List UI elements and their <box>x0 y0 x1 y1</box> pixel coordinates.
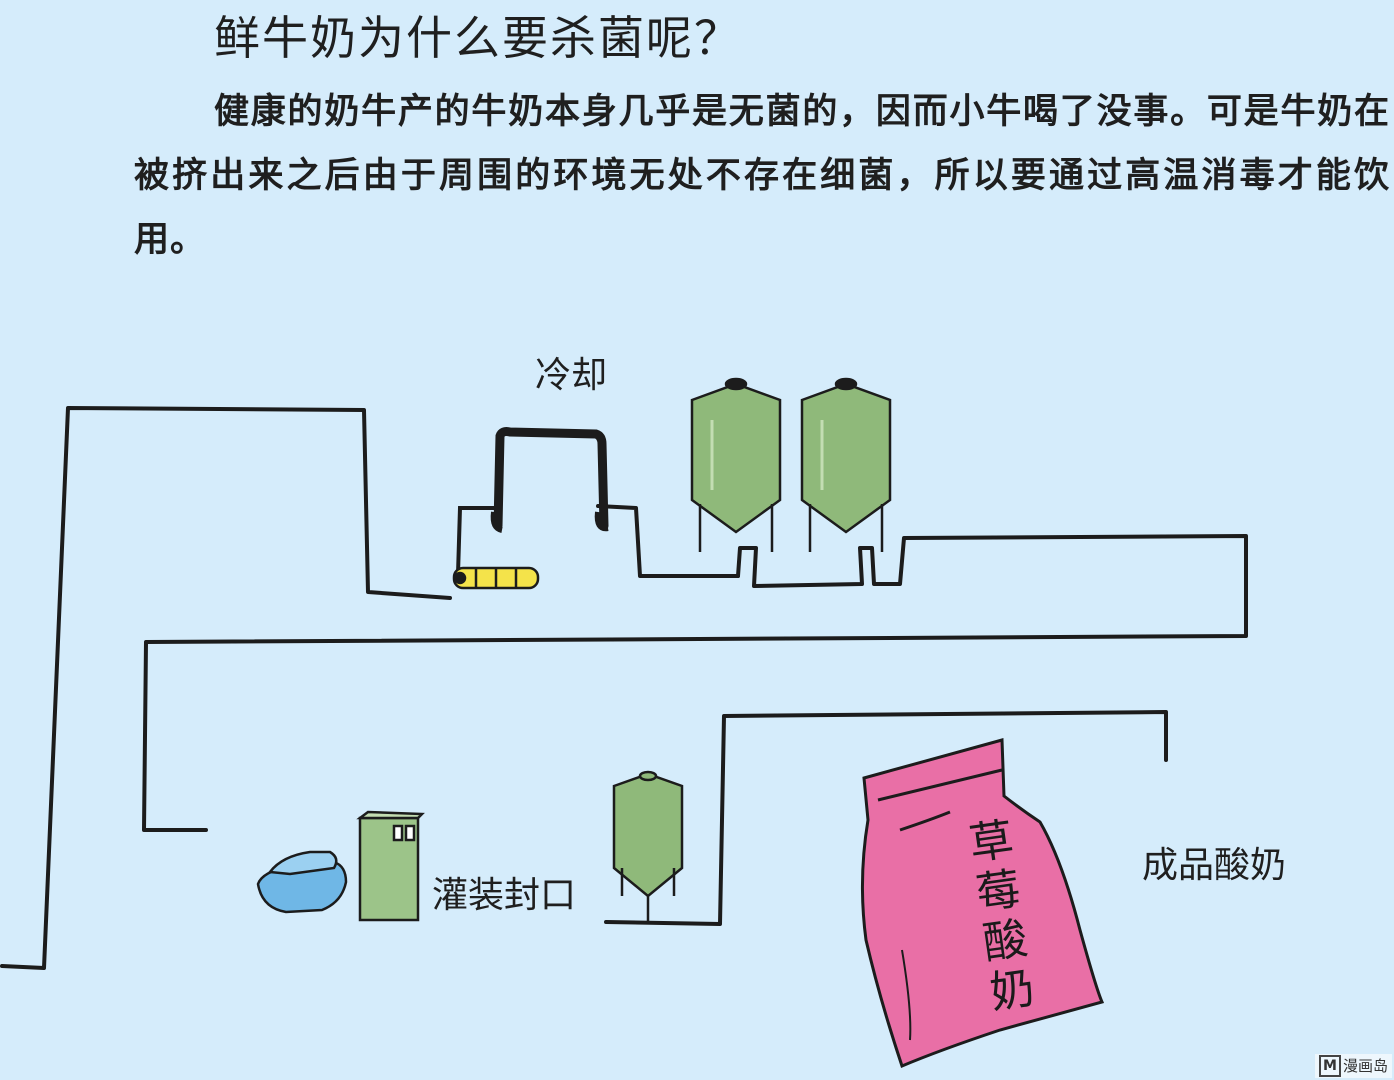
filling-machine-side <box>356 810 425 820</box>
yogurt-bag-crease <box>901 949 912 1041</box>
coil-right-hook <box>594 511 609 532</box>
yogurt-bag-fold <box>899 810 951 832</box>
tank-2 <box>800 377 892 552</box>
heater-cap <box>453 571 467 585</box>
bag-char: 奶 <box>986 962 1038 1020</box>
pipe-cooling-out <box>596 504 740 578</box>
pipe-left-riser <box>0 406 452 970</box>
coil-feed-pipe <box>456 506 494 575</box>
heater <box>452 566 540 590</box>
cup-tray-top <box>267 850 338 876</box>
label-finished-yogurt: 成品酸奶 <box>1142 845 1287 886</box>
yogurt-bag <box>860 738 1105 1069</box>
tank-3 <box>612 770 684 922</box>
tank-2-body <box>800 382 892 534</box>
pipe-tank-link <box>142 534 1248 832</box>
tank-1-cap <box>724 377 748 391</box>
cup-tray <box>256 850 348 914</box>
coil-tube <box>493 427 609 531</box>
pipeline <box>0 406 1248 970</box>
tank-3-body <box>612 772 684 898</box>
tank-2-cap <box>834 377 858 391</box>
label-cooling: 冷却 <box>535 355 608 396</box>
filling-machine <box>356 810 425 922</box>
yogurt-bag-seam <box>877 768 1003 802</box>
label-filling-sealing: 灌装封口 <box>432 875 577 916</box>
tank-3-cap <box>638 770 658 782</box>
tank-1-body <box>690 382 782 534</box>
filling-machine-slot <box>404 824 416 842</box>
cooling-coil <box>456 427 609 575</box>
filling-machine-slot <box>392 824 404 842</box>
coil-left-hook <box>490 511 503 533</box>
pipe-lower-run <box>604 710 1168 926</box>
tank-1 <box>690 377 782 552</box>
watermark-logo-icon: M <box>1318 1055 1341 1077</box>
explanation-paragraph: 健康的奶牛产的牛奶本身几乎是无菌的，因而小牛喝了没事。可是牛奶在被挤出来之后由于… <box>134 92 1390 260</box>
watermark: M 漫画岛 <box>1314 1054 1392 1078</box>
watermark-text: 漫画岛 <box>1342 1057 1388 1075</box>
page-title: 鲜牛奶为什么要杀菌呢？ <box>214 11 742 65</box>
